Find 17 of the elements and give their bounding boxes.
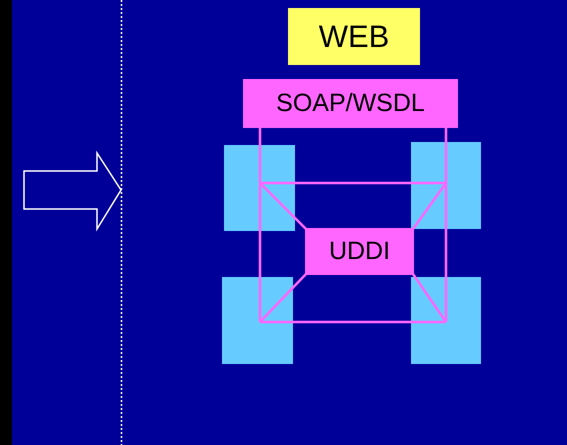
connector-line xyxy=(412,182,448,230)
registry-box: UDDI xyxy=(305,228,414,275)
connector-line xyxy=(258,128,262,183)
connector-line xyxy=(444,183,448,322)
connector-line xyxy=(260,320,446,324)
connector-line xyxy=(258,183,262,322)
service-block xyxy=(222,277,293,364)
service-block xyxy=(411,142,481,229)
connector-line xyxy=(259,182,307,230)
connector-line xyxy=(259,273,307,323)
protocol-box: SOAP/WSDL xyxy=(243,79,458,128)
connector-line xyxy=(260,182,446,184)
connector-line xyxy=(444,128,448,183)
service-block xyxy=(224,145,295,231)
web-box: WEB xyxy=(288,8,420,65)
service-block xyxy=(411,277,481,364)
connector-line xyxy=(412,273,448,323)
